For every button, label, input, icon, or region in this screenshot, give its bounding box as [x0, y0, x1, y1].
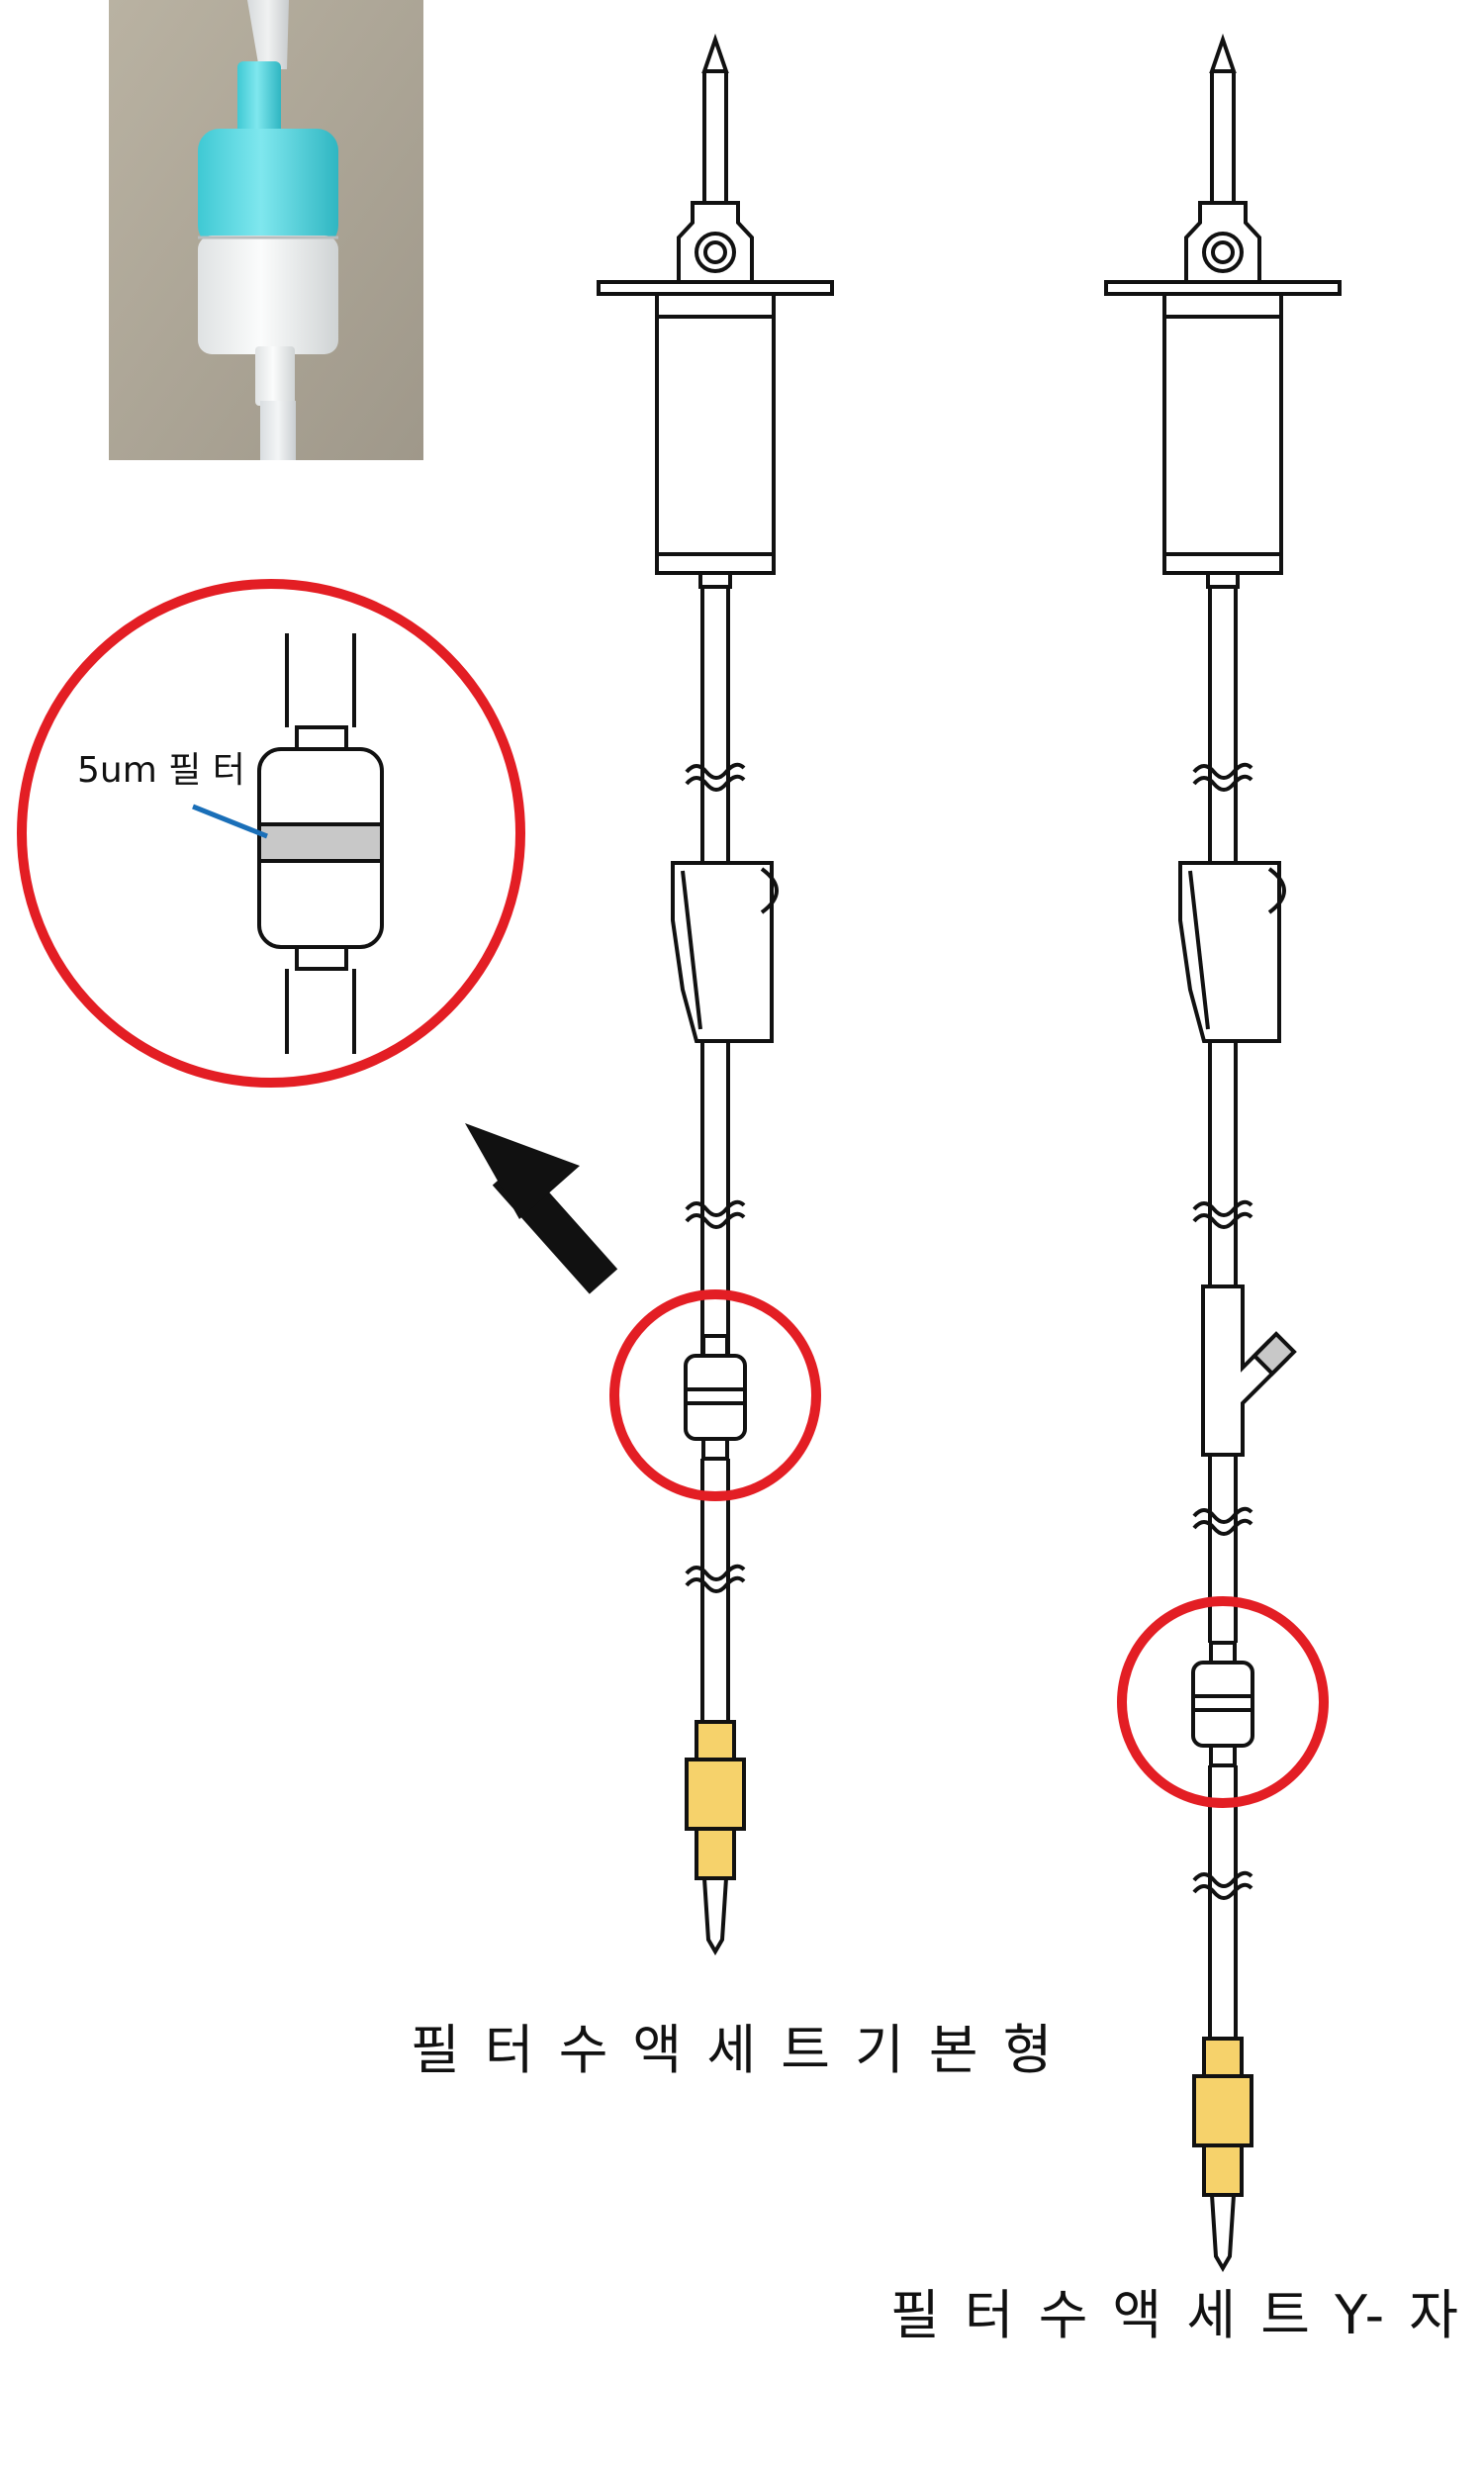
filter-photo — [109, 0, 423, 460]
y-site — [1192, 1285, 1297, 1643]
luer-connector — [1192, 2037, 1253, 2272]
filter-pointer-line — [192, 804, 268, 839]
luer-connector — [685, 1720, 746, 1955]
filter-inline — [1191, 1641, 1254, 2039]
iv-set-y-type: 필 터 수 액 세 트 Y- 자 형 — [890, 33, 1484, 2346]
callout-filter-drawing — [257, 633, 384, 1054]
caption-basic: 필 터 수 액 세 트 기 본 형 — [411, 2019, 1056, 2081]
highlight-circle-y-type — [1117, 1596, 1329, 1808]
iv-set-basic: 필 터 수 액 세 트 기 본 형 — [411, 33, 1056, 2081]
roller-clamp — [1178, 861, 1286, 1286]
highlight-circle-basic — [609, 1289, 821, 1501]
spike — [597, 33, 834, 589]
filter-callout: 5um 필 터 — [17, 579, 525, 1088]
tubing-upper — [1192, 587, 1253, 861]
filter-inline — [684, 1334, 747, 1722]
tubing-upper — [685, 587, 746, 861]
zoom-arrow — [465, 1123, 618, 1294]
filter-label: 5um 필 터 — [77, 750, 245, 791]
spike — [1104, 33, 1342, 589]
roller-clamp — [671, 861, 779, 1356]
caption-y-type: 필 터 수 액 세 트 Y- 자 형 — [890, 2284, 1484, 2346]
